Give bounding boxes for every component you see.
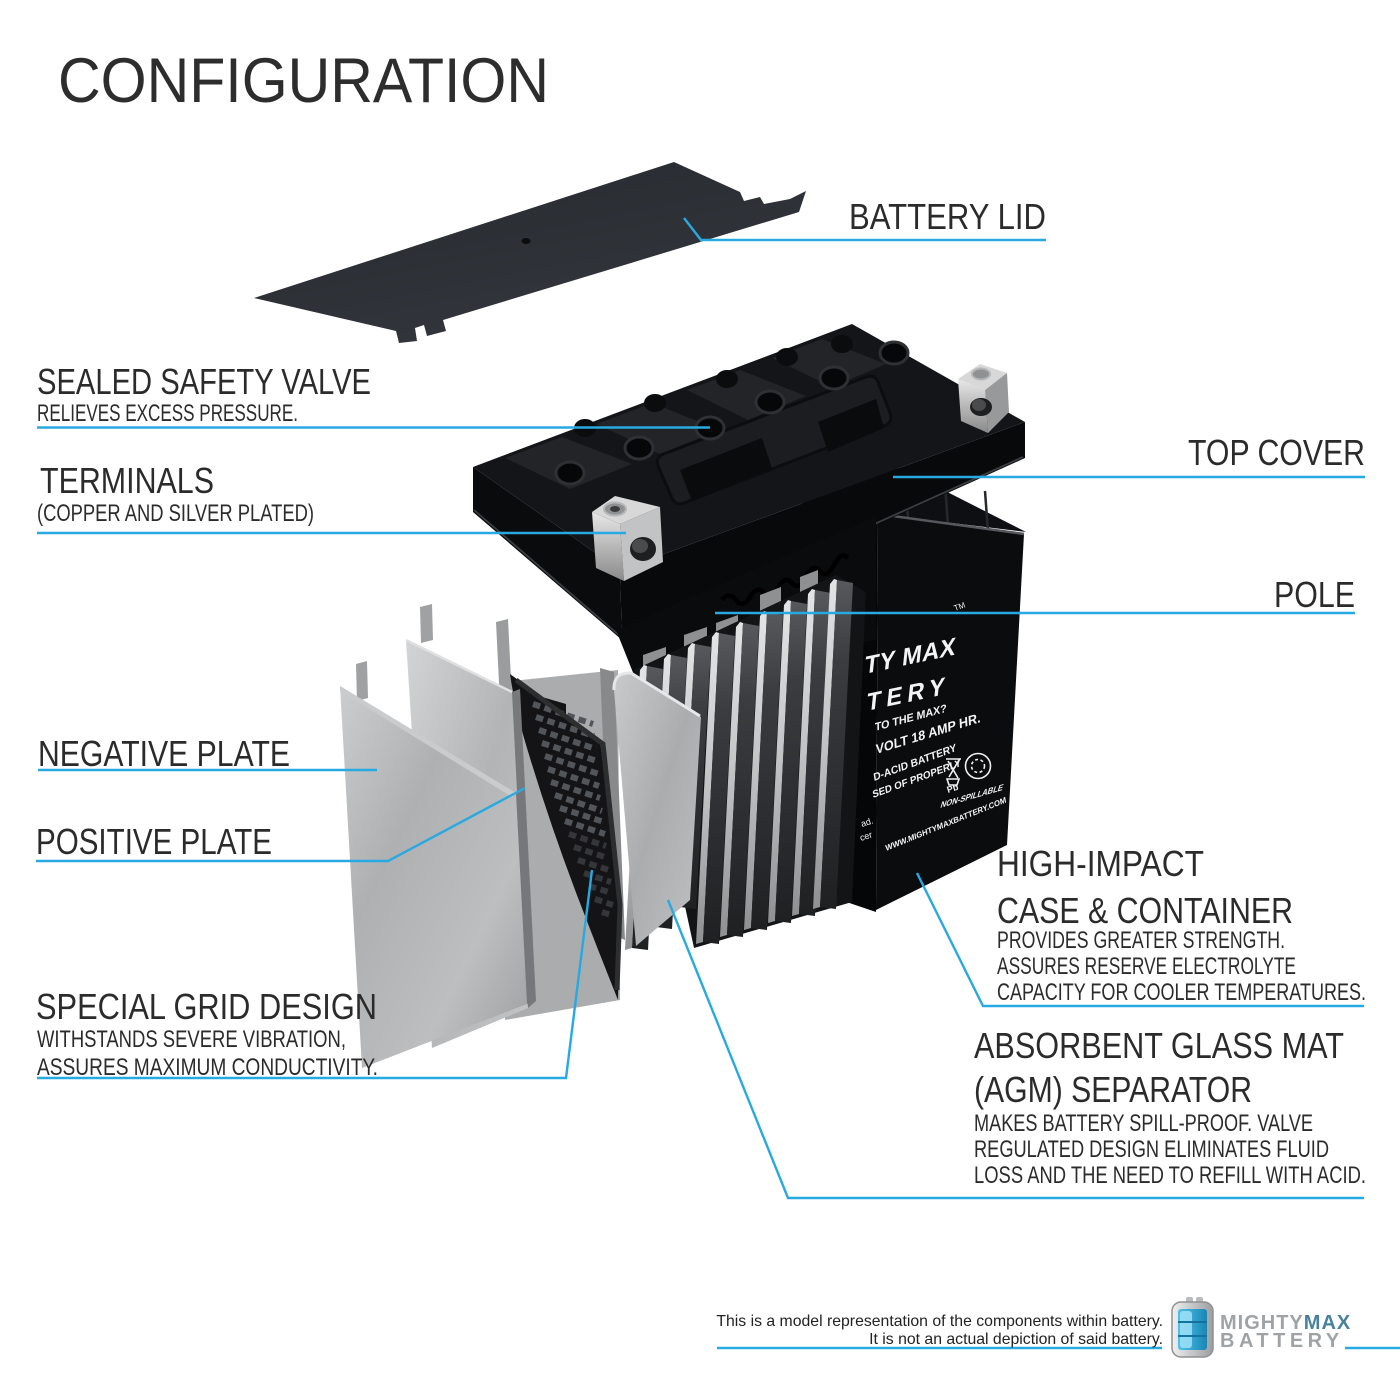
svg-text:BATTERY: BATTERY [1220,1330,1344,1352]
svg-text:This is a model representation: This is a model representation of the co… [716,1313,1163,1330]
svg-text:(COPPER AND SILVER PLATED): (COPPER AND SILVER PLATED) [37,500,314,527]
svg-text:TERMINALS: TERMINALS [40,460,214,501]
svg-text:Pb: Pb [946,782,961,795]
svg-text:ABSORBENT GLASS MAT: ABSORBENT GLASS MAT [974,1025,1344,1066]
svg-text:ad.: ad. [860,816,875,829]
svg-text:TM: TM [953,600,967,613]
svg-text:cer: cer [859,830,874,843]
svg-text:ASSURES RESERVE ELECTROLYTE: ASSURES RESERVE ELECTROLYTE [997,953,1296,980]
svg-text:NEGATIVE PLATE: NEGATIVE PLATE [38,733,290,774]
svg-text:TOP COVER: TOP COVER [1188,432,1365,473]
svg-text:CAPACITY FOR COOLER TEMPERATUR: CAPACITY FOR COOLER TEMPERATURES. [997,979,1366,1006]
svg-text:RELIEVES EXCESS PRESSURE.: RELIEVES EXCESS PRESSURE. [37,400,298,427]
svg-text:CASE & CONTAINER: CASE & CONTAINER [997,890,1293,931]
svg-text:ASSURES MAXIMUM CONDUCTIVITY.: ASSURES MAXIMUM CONDUCTIVITY. [37,1054,378,1081]
svg-text:LOSS AND THE NEED TO REFILL WI: LOSS AND THE NEED TO REFILL WITH ACID. [974,1162,1366,1189]
svg-text:WITHSTANDS SEVERE VIBRATION,: WITHSTANDS SEVERE VIBRATION, [37,1026,346,1053]
svg-text:CONFIGURATION: CONFIGURATION [58,46,549,116]
svg-text:POLE: POLE [1274,574,1355,615]
svg-text:PROVIDES GREATER STRENGTH.: PROVIDES GREATER STRENGTH. [997,927,1285,954]
svg-text:REGULATED DESIGN ELIMINATES FL: REGULATED DESIGN ELIMINATES FLUID [974,1136,1329,1163]
svg-text:SPECIAL GRID DESIGN: SPECIAL GRID DESIGN [36,986,377,1027]
svg-text:SEALED SAFETY VALVE: SEALED SAFETY VALVE [37,361,371,402]
svg-text:MAKES BATTERY SPILL-PROOF. VAL: MAKES BATTERY SPILL-PROOF. VALVE [974,1110,1313,1137]
svg-text:HIGH-IMPACT: HIGH-IMPACT [997,843,1204,884]
svg-text:It is not an actual depiction: It is not an actual depiction of said ba… [869,1331,1163,1348]
svg-text:BATTERY LID: BATTERY LID [849,196,1046,237]
svg-text:MIGHTYMAX: MIGHTYMAX [1220,1312,1351,1334]
svg-text:(AGM) SEPARATOR: (AGM) SEPARATOR [974,1069,1252,1110]
svg-text:POSITIVE PLATE: POSITIVE PLATE [36,821,272,862]
